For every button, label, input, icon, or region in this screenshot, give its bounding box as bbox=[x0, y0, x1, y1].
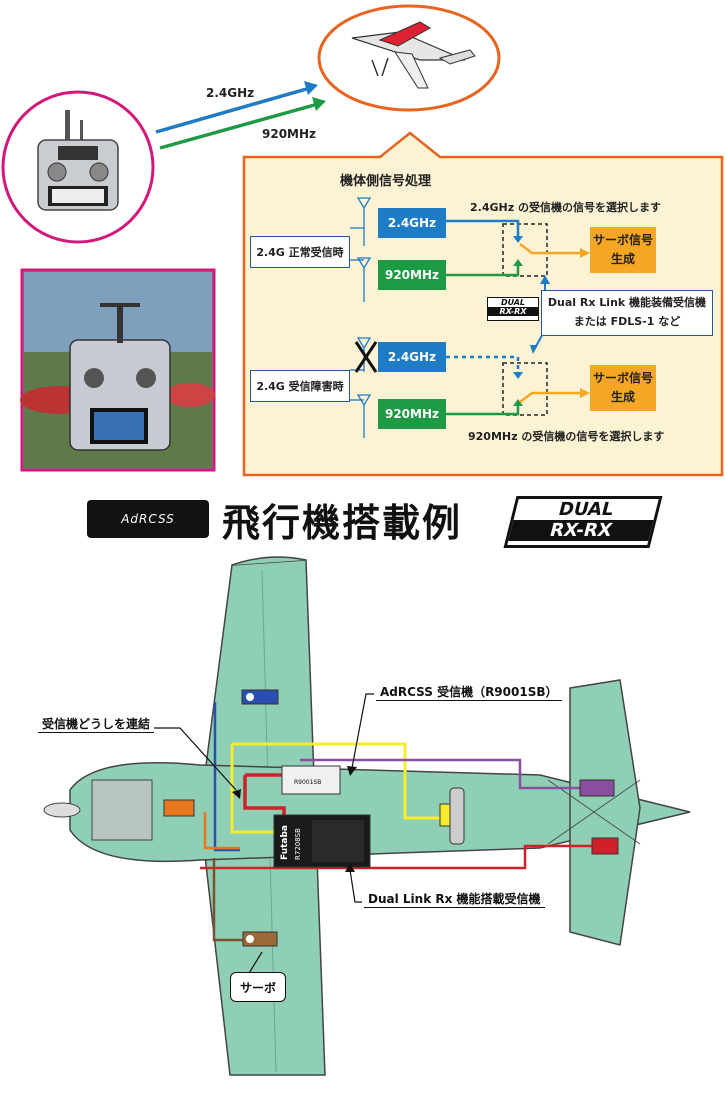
servo-tail-red bbox=[591, 837, 619, 855]
label-adrcss-rx: AdRCSS 受信機（R9001SB） bbox=[376, 683, 562, 701]
link-label-24ghz: 2.4GHz bbox=[206, 86, 255, 100]
label-dual-link-rx: Dual Link Rx 機能搭載受信機 bbox=[364, 890, 545, 908]
processing-title: 機体側信号処理 bbox=[340, 174, 432, 189]
rx1-brand: Futaba bbox=[280, 825, 290, 860]
dual-logo-small-l2: RX-RX bbox=[488, 307, 538, 316]
rx-920mhz-normal: 920MHz bbox=[378, 260, 446, 290]
note-select-920: 920MHz の受信機の信号を選択します bbox=[468, 430, 665, 443]
adrcss-logo-text: AdRCSS bbox=[121, 512, 175, 526]
horizontal-stabilizer bbox=[569, 679, 641, 946]
rx-24ghz-normal: 2.4GHz bbox=[378, 208, 446, 238]
servo-upper-line1: サーボ信号 bbox=[592, 233, 653, 248]
rx-r7208sb bbox=[273, 814, 371, 868]
rx-920mhz-fault: 920MHz bbox=[378, 399, 446, 429]
dual-rx-logo-small: DUAL RX-RX bbox=[487, 297, 539, 321]
rx1-model: R7208SB bbox=[294, 828, 302, 860]
rx2-model: R9001SB bbox=[294, 779, 321, 786]
link-note-line2: または FDLS-1 など bbox=[573, 315, 681, 328]
servo-tail-purple bbox=[579, 779, 615, 797]
servo-upper-line2: 生成 bbox=[610, 252, 635, 266]
servo-elevator-link bbox=[439, 787, 465, 845]
selector-lower bbox=[502, 362, 548, 416]
dual-logo-large-l2: RX-RX bbox=[508, 520, 654, 541]
rx-r9001sb bbox=[281, 765, 341, 795]
servo-wing-bottom bbox=[242, 931, 278, 947]
transmitter-photo-content bbox=[20, 272, 215, 468]
dual-logo-large-l1: DUAL bbox=[556, 499, 616, 520]
selector-upper bbox=[502, 223, 548, 277]
state-normal: 2.4G 正常受信時 bbox=[250, 236, 350, 268]
note-select-24: 2.4GHz の受信機の信号を選択します bbox=[470, 201, 661, 214]
link-label-920mhz: 920MHz bbox=[262, 127, 317, 141]
dual-logo-small-l1: DUAL bbox=[500, 298, 526, 307]
label-servo: サーボ bbox=[230, 972, 286, 1002]
arrow-24ghz bbox=[155, 86, 311, 134]
state-fault: 2.4G 受信障害時 bbox=[250, 370, 350, 402]
propeller bbox=[43, 802, 81, 818]
servo-signal-upper: サーボ信号生成 bbox=[590, 227, 656, 273]
fuselage bbox=[69, 762, 691, 863]
section-title: 飛行機搭載例 bbox=[222, 501, 463, 545]
servo-wing-top bbox=[241, 689, 279, 705]
airplane-icon bbox=[351, 21, 476, 89]
engine bbox=[91, 779, 153, 841]
link-note-line1: Dual Rx Link 機能装備受信機 bbox=[547, 296, 707, 309]
rx-24ghz-fault: 2.4GHz bbox=[378, 342, 446, 372]
adrcss-logo: AdRCSS bbox=[87, 500, 209, 538]
link-note-box: Dual Rx Link 機能装備受信機 または FDLS-1 など bbox=[541, 290, 713, 336]
servo-signal-lower: サーボ信号生成 bbox=[590, 365, 656, 411]
label-link-receivers: 受信機どうしを連結 bbox=[38, 715, 155, 733]
servo-lower-line1: サーボ信号 bbox=[592, 371, 653, 386]
dual-rx-logo-large: DUAL RX-RX bbox=[503, 496, 663, 548]
servo-lower-line2: 生成 bbox=[610, 390, 635, 404]
arrow-920mhz bbox=[159, 102, 319, 150]
transmitter-icon bbox=[37, 110, 119, 211]
servo-throttle-orange bbox=[163, 799, 195, 817]
